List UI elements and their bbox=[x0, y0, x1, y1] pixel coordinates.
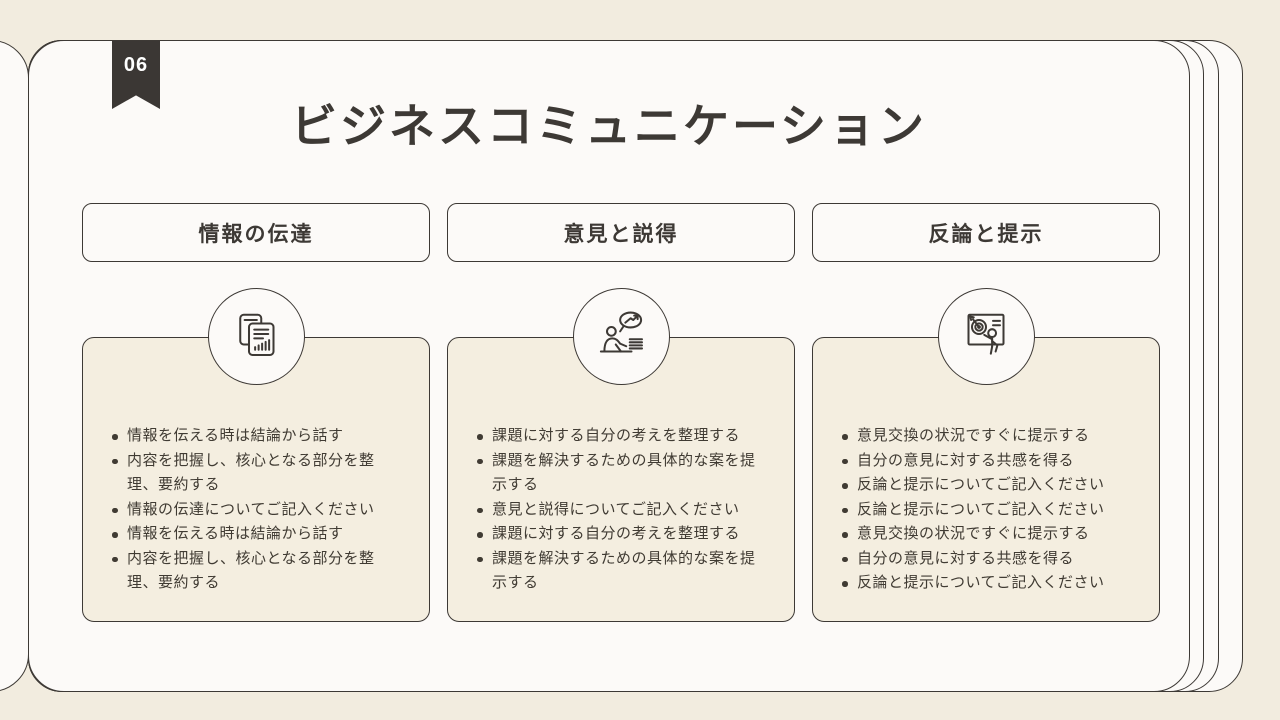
bullet-item: 情報の伝達についてご記入ください bbox=[109, 498, 405, 523]
bullet-item: 反論と提示についてご記入ください bbox=[839, 473, 1135, 498]
target-presentation-icon bbox=[958, 306, 1014, 367]
column-information-transfer: 情報の伝達 bbox=[82, 203, 430, 622]
column-header-label: 情報の伝達 bbox=[198, 222, 314, 246]
bullet-item: 課題を解決するための具体的な案を提示する bbox=[474, 449, 770, 498]
slide-number: 06 bbox=[123, 54, 149, 76]
bullet-item: 課題に対する自分の考えを整理する bbox=[474, 424, 770, 449]
bullet-list: 情報を伝える時は結論から話す内容を把握し、核心となる部分を整理、要約する情報の伝… bbox=[109, 424, 405, 596]
previous-slide-card bbox=[0, 40, 29, 692]
column-header-label: 意見と説得 bbox=[563, 222, 679, 246]
bullet-item: 情報を伝える時は結論から話す bbox=[109, 522, 405, 547]
column-header: 反論と提示 bbox=[812, 203, 1160, 262]
report-document-icon bbox=[228, 306, 284, 367]
column-objection-presentation: 反論と提示 bbox=[812, 203, 1160, 622]
bullet-item: 内容を把握し、核心となる部分を整理、要約する bbox=[109, 547, 405, 596]
icon-circle bbox=[937, 288, 1035, 385]
icon-circle bbox=[207, 288, 305, 385]
bullet-list: 意見交換の状況ですぐに提示する自分の意見に対する共感を得る反論と提示についてご記… bbox=[839, 424, 1135, 596]
bullet-item: 反論と提示についてご記入ください bbox=[839, 498, 1135, 523]
column-header-label: 反論と提示 bbox=[928, 222, 1044, 246]
icon-circle bbox=[572, 288, 670, 385]
slide-number-badge: 06 bbox=[112, 41, 160, 109]
slide-title: ビジネスコミュニケーション bbox=[290, 100, 928, 152]
column-opinion-persuasion: 意見と説得 bbox=[447, 203, 795, 622]
bullet-item: 自分の意見に対する共感を得る bbox=[839, 547, 1135, 572]
bullet-item: 内容を把握し、核心となる部分を整理、要約する bbox=[109, 449, 405, 498]
bullet-item: 課題に対する自分の考えを整理する bbox=[474, 522, 770, 547]
bullet-item: 自分の意見に対する共感を得る bbox=[839, 449, 1135, 474]
bullet-item: 意見と説得についてご記入ください bbox=[474, 498, 770, 523]
bullet-item: 意見交換の状況ですぐに提示する bbox=[839, 424, 1135, 449]
presenter-growth-icon bbox=[593, 306, 649, 367]
bullet-item: 情報を伝える時は結論から話す bbox=[109, 424, 405, 449]
bullet-list: 課題に対する自分の考えを整理する課題を解決するための具体的な案を提示する意見と説… bbox=[474, 424, 770, 596]
columns-container: 情報の伝達 bbox=[82, 203, 1160, 622]
bullet-item: 課題を解決するための具体的な案を提示する bbox=[474, 547, 770, 596]
bullet-item: 意見交換の状況ですぐに提示する bbox=[839, 522, 1135, 547]
column-header: 意見と説得 bbox=[447, 203, 795, 262]
bullet-item: 反論と提示についてご記入ください bbox=[839, 571, 1135, 596]
column-header: 情報の伝達 bbox=[82, 203, 430, 262]
